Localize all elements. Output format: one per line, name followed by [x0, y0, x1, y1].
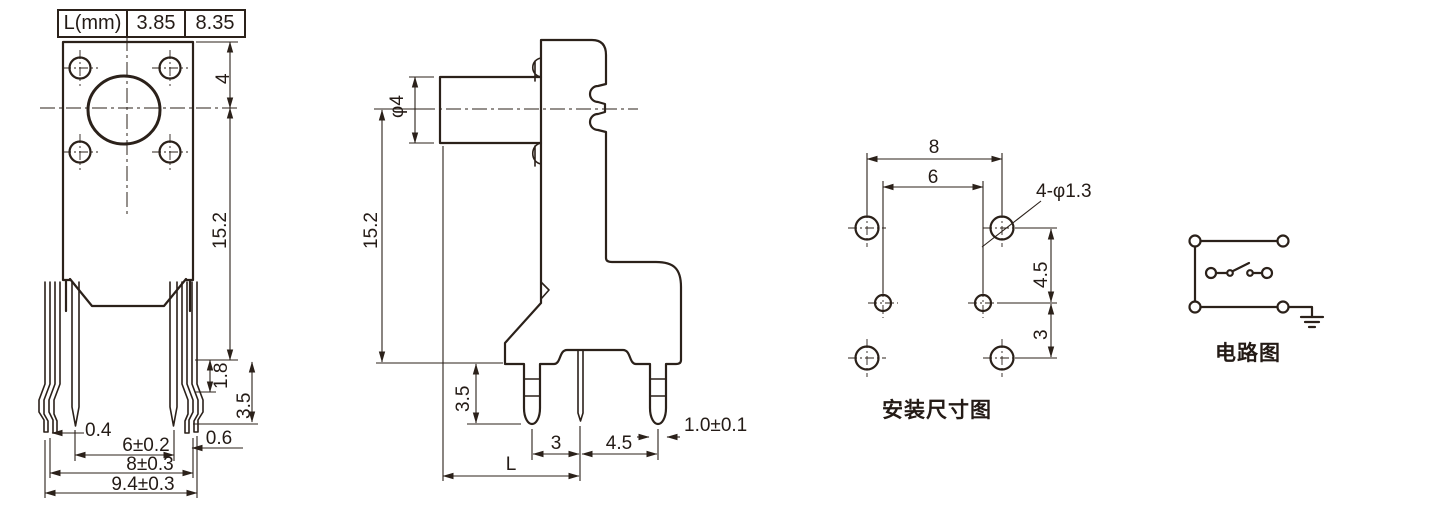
- side-dim-shaft-dia-label: φ4: [387, 95, 408, 118]
- mounting-diagram-caption: 安装尺寸图: [882, 398, 992, 422]
- front-straight-pins: [71, 281, 178, 427]
- l-dimension-table: L(mm) 3.85 8.35: [57, 9, 246, 38]
- l-table-value-b: 8.35: [184, 11, 244, 36]
- front-bent-legs: [38, 281, 204, 434]
- front-dim-leg-width-label: 0.6: [206, 428, 232, 449]
- circuit-diagram: 电路图: [1188, 234, 1325, 365]
- front-dim-overall-label: 9.4±0.3: [111, 474, 174, 495]
- mount-extension-lines: [866, 153, 1057, 359]
- front-dim-standoff-label: 3.5: [234, 393, 255, 419]
- side-dim-pitch-a-label: 3: [551, 433, 562, 454]
- mount-hole-callout-label: 4-φ1.3: [1036, 181, 1092, 202]
- mount-dim-outer-pitch-label: 8: [929, 137, 940, 158]
- side-shaft-outline: [438, 75, 543, 145]
- side-dim-pitch-b-label: 4.5: [606, 433, 632, 454]
- front-dim-pin-pitch-label: 6±0.2: [122, 435, 169, 456]
- front-centerlines: [40, 36, 240, 216]
- front-hole-crosshairs: [62, 50, 188, 170]
- circuit-diagram-caption: 电路图: [1215, 341, 1281, 365]
- l-table-value-a: 3.85: [126, 11, 184, 36]
- switch-lever: [1214, 261, 1264, 275]
- side-pin-crimp-marks: [523, 378, 667, 397]
- front-view: 4 15.2 1.8 3.5 0.4 0.6 6±0.2 8±0.3 9.4±0…: [38, 36, 258, 498]
- side-dim-pin-width-label: 1.0±0.1: [684, 415, 747, 436]
- side-shaft-tabs: [531, 57, 542, 167]
- ground-symbol: [1299, 315, 1325, 329]
- side-body-outline: [503, 38, 683, 426]
- side-dim-length-label: L: [506, 454, 517, 475]
- front-extension-lines: [44, 41, 258, 498]
- circuit-terminal-bottom-left: [1188, 300, 1202, 314]
- side-pennant-notch: [540, 281, 550, 300]
- side-dim-height-label: 15.2: [361, 212, 382, 249]
- switch-contact-left: [1204, 266, 1218, 280]
- mount-dim-row-a-label: 4.5: [1031, 262, 1052, 288]
- front-dim-shoulder-label: 1.8: [211, 363, 232, 389]
- mount-hole-callout-leader: [981, 200, 1042, 248]
- mount-dim-row-b-label: 3: [1031, 329, 1052, 340]
- circuit-terminal-top-right: [1276, 234, 1290, 248]
- mounting-diagram: 8 6 4-φ1.3 4.5 3 安装尺寸图: [848, 137, 1092, 422]
- circuit-wires: [1193, 239, 1314, 319]
- side-view: φ4 15.2 3.5 3 4.5 1.0±0.1 L: [361, 38, 747, 481]
- front-shaft-circle: [86, 74, 162, 146]
- front-dim-leg-pitch-label: 8±0.3: [126, 454, 173, 475]
- mount-hole-crosshairs: [848, 209, 1021, 377]
- side-extension-lines: [374, 76, 659, 481]
- side-middle-pin: [577, 349, 584, 422]
- front-dim-height-label: 15.2: [210, 212, 231, 249]
- circuit-terminal-top-left: [1188, 234, 1202, 248]
- circuit-terminal-bottom-right: [1276, 300, 1290, 314]
- switch-contact-right: [1260, 266, 1274, 280]
- mount-dim-inner-pitch-label: 6: [928, 167, 939, 188]
- front-body-outline: [61, 40, 195, 313]
- front-dim-hole-offset-label: 4: [213, 73, 234, 84]
- side-dim-pin-length-label: 3.5: [453, 386, 474, 412]
- l-table-header: L(mm): [63, 12, 122, 34]
- front-dim-leg-tip-label: 0.4: [85, 420, 112, 441]
